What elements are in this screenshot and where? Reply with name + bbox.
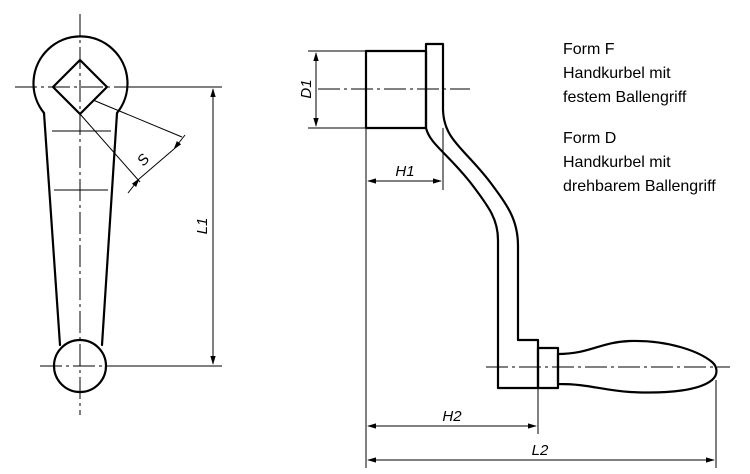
crank-side-view (318, 42, 730, 394)
note-form-f-title: Form F (563, 41, 615, 58)
dimension-d1: D1 (298, 50, 366, 129)
dimension-s: S (79, 99, 186, 194)
dimension-l2: L2 (367, 380, 717, 468)
note-form-d-line-2: Handkurbel mit (563, 154, 671, 171)
ball-grip-handle (556, 339, 718, 394)
form-notes: Form F Handkurbel mit festem Ballengriff… (563, 38, 716, 216)
s-arrow-2 (127, 178, 140, 194)
crank-arm-side-outline (424, 42, 540, 390)
dimension-h2: H2 (367, 388, 539, 434)
grip-collar (536, 346, 560, 390)
note-form-d-title: Form D (563, 130, 617, 147)
crank-arm-outline (32, 35, 129, 347)
s-extension-2 (79, 113, 141, 183)
h1-label: H1 (395, 163, 414, 180)
dimension-l1: L1 (118, 86, 222, 367)
l1-label: L1 (194, 218, 211, 235)
note-form-d: Form D Handkurbel mit drehbarem Ballengr… (563, 127, 716, 199)
note-form-f-line-2: Handkurbel mit (563, 65, 671, 82)
dimension-h1: H1 (367, 128, 444, 190)
s-dim-line (138, 148, 175, 180)
note-form-d-line-3: drehbarem Ballengriff (563, 178, 716, 195)
s-label: S (134, 151, 153, 170)
h2-label: H2 (442, 408, 462, 425)
s-extension-1 (92, 99, 183, 138)
l2-label: L2 (532, 442, 549, 459)
note-form-f-line-3: festem Ballengriff (563, 89, 687, 106)
note-form-f: Form F Handkurbel mit festem Ballengriff (563, 38, 716, 110)
s-arrow-1 (173, 134, 186, 150)
crank-front-view (15, 14, 145, 415)
d1-label: D1 (298, 79, 315, 98)
